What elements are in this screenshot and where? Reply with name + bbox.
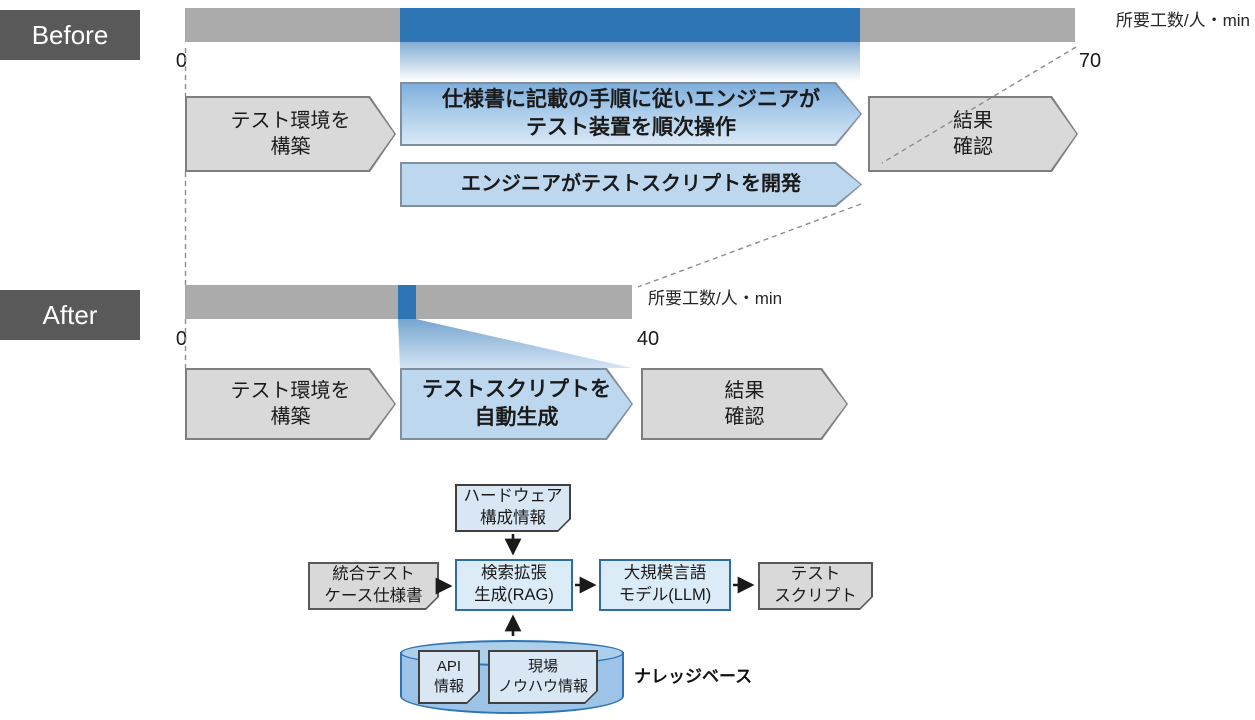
- rag-box-label: 検索拡張 生成(RAG): [474, 564, 554, 604]
- field-knowhow-note-fill: 現場 ノウハウ情報: [490, 652, 597, 703]
- api-info-note: API 情報: [418, 650, 480, 704]
- field-knowhow-note-label: 現場 ノウハウ情報: [497, 658, 588, 695]
- after-section-label: After: [0, 290, 140, 340]
- after-step-result-arrow-fill: 結果 確認: [643, 370, 847, 439]
- before-unit-label-text: 所要工数/人・min: [1115, 11, 1250, 30]
- integration-test-spec-note-fill: 統合テスト ケース仕様書: [310, 564, 438, 609]
- after-highlight-segment: [398, 285, 416, 319]
- after-step-result-arrow: 結果 確認: [641, 368, 848, 440]
- before-highlight-segment: [400, 8, 860, 42]
- integration-test-spec-note-label: 統合テスト ケース仕様書: [324, 565, 423, 605]
- after-unit-label-text: 所要工数/人・min: [648, 289, 783, 308]
- before-step-script-development-label: エンジニアがテストスクリプトを開発: [461, 173, 801, 196]
- after-step-auto-generation-label: テストスクリプトを 自動生成: [422, 378, 611, 429]
- before-unit-label: 所要工数/人・min: [1078, 10, 1250, 32]
- knowledge-base-label: ナレッジベース: [634, 666, 752, 688]
- hardware-config-note: ハードウェア 構成情報: [455, 484, 571, 532]
- llm-box-label: 大規模言語 モデル(LLM): [618, 564, 712, 604]
- llm-box: 大規模言語 モデル(LLM): [599, 559, 731, 611]
- before-step-manual-operation-arrow: 仕様書に記載の手順に従いエンジニアが テスト装置を順次操作: [400, 82, 862, 146]
- before-step-result-arrow: 結果 確認: [868, 96, 1078, 172]
- after-step-result-label: 結果 確認: [724, 379, 765, 428]
- before-axis-start: 0: [157, 50, 187, 73]
- after-step-setup-label: テスト環境を 構築: [230, 379, 351, 428]
- before-step-script-development-arrow-fill: エンジニアがテストスクリプトを開発: [402, 164, 861, 206]
- after-step-auto-generation-arrow: テストスクリプトを 自動生成: [400, 368, 633, 440]
- before-highlight-fade: [400, 42, 860, 82]
- before-step-script-development-arrow: エンジニアがテストスクリプトを開発: [400, 162, 862, 207]
- after-step-auto-generation-arrow-fill: テストスクリプトを 自動生成: [402, 370, 632, 439]
- test-script-note: テスト スクリプト: [758, 562, 873, 610]
- integration-test-spec-note: 統合テスト ケース仕様書: [308, 562, 439, 610]
- before-step-manual-operation-arrow-fill: 仕様書に記載の手順に従いエンジニアが テスト装置を順次操作: [402, 84, 861, 145]
- api-info-note-label: API 情報: [433, 658, 464, 695]
- after-section-label-text: After: [42, 299, 98, 330]
- before-step-setup-label: テスト環境を 構築: [230, 109, 351, 158]
- after-end-dashed-line: [637, 203, 862, 288]
- after-highlight-fade: [398, 319, 632, 368]
- before-step-result-arrow-fill: 結果 確認: [870, 98, 1077, 171]
- test-script-note-fill: テスト スクリプト: [760, 564, 872, 609]
- after-axis-end-text: 40: [636, 328, 660, 350]
- after-unit-label: 所要工数/人・min: [648, 288, 828, 310]
- api-info-note-fill: API 情報: [420, 652, 479, 703]
- knowledge-base-label-text: ナレッジベース: [634, 667, 753, 686]
- after-step-setup-arrow-fill: テスト環境を 構築: [187, 370, 395, 439]
- after-axis-end: 40: [628, 328, 668, 351]
- after-axis-start-text: 0: [175, 328, 187, 350]
- field-knowhow-note: 現場 ノウハウ情報: [488, 650, 598, 704]
- before-step-setup-arrow-fill: テスト環境を 構築: [187, 98, 395, 171]
- before-axis-end-text: 70: [1078, 50, 1102, 72]
- after-step-setup-arrow: テスト環境を 構築: [185, 368, 396, 440]
- before-step-manual-operation-label: 仕様書に記載の手順に従いエンジニアが テスト装置を順次操作: [442, 88, 820, 139]
- before-axis-start-text: 0: [175, 50, 187, 72]
- before-section-label: Before: [0, 10, 140, 60]
- before-timeline-bar: [185, 8, 1075, 42]
- before-section-label-text: Before: [31, 19, 109, 50]
- hardware-config-note-fill: ハードウェア 構成情報: [457, 486, 570, 531]
- before-step-setup-arrow: テスト環境を 構築: [185, 96, 396, 172]
- after-axis-start: 0: [157, 328, 187, 351]
- test-script-note-label: テスト スクリプト: [774, 565, 857, 605]
- after-timeline-bar: [185, 285, 632, 319]
- before-step-result-label: 結果 確認: [953, 109, 993, 158]
- hardware-config-note-label: ハードウェア 構成情報: [463, 487, 563, 527]
- rag-box: 検索拡張 生成(RAG): [455, 559, 573, 611]
- before-axis-end: 70: [1072, 50, 1108, 73]
